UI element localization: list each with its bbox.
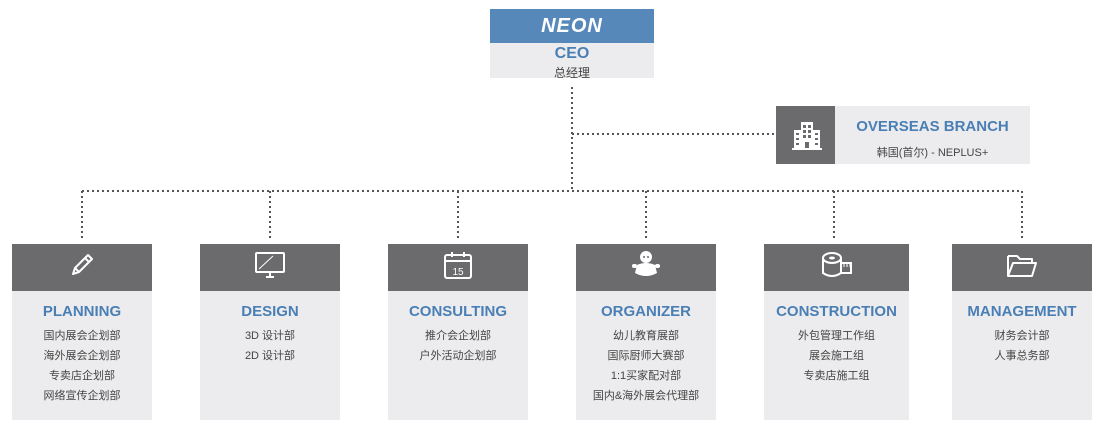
dept-organizer: ORGANIZER 幼儿教育展部 国际厨师大赛部 1:1买家配对部 国内&海外展… bbox=[576, 244, 716, 420]
dept-icon-bar bbox=[764, 244, 909, 291]
dept-item: 网络宣传企划部 bbox=[43, 390, 121, 402]
dept-item: 国内展会企划部 bbox=[43, 330, 121, 342]
overseas-branch-box: OVERSEAS BRANCH 韩国(首尔) - NEPLUS+ bbox=[776, 106, 1030, 164]
dept-item: 幼儿教育展部 bbox=[613, 330, 679, 342]
dept-consulting: 15 CONSULTING 推介会企划部 户外活动企划部 bbox=[388, 244, 528, 420]
dept-title: CONSTRUCTION bbox=[776, 303, 897, 320]
overseas-subtitle: 韩国(首尔) - NEPLUS+ bbox=[876, 147, 989, 159]
neon-logo: NEON bbox=[490, 9, 654, 43]
dept-item: 推介会企划部 bbox=[425, 330, 491, 342]
dept-title: MANAGEMENT bbox=[967, 303, 1077, 320]
dept-item: 财务会计部 bbox=[994, 330, 1050, 342]
dept-design: DESIGN 3D 设计部 2D 设计部 bbox=[200, 244, 340, 420]
dept-item: 3D 设计部 bbox=[244, 330, 296, 342]
dept-item: 国际厨师大赛部 bbox=[607, 350, 685, 362]
dept-item: 外包管理工作组 bbox=[798, 330, 875, 342]
pencil-icon bbox=[67, 250, 97, 285]
dept-title: CONSULTING bbox=[408, 303, 508, 320]
dept-item: 人事总务部 bbox=[994, 350, 1050, 362]
dept-item: 2D 设计部 bbox=[244, 350, 296, 362]
calendar-icon: 15 bbox=[442, 249, 474, 286]
dept-item: 海外展会企划部 bbox=[43, 350, 121, 362]
svg-text:15: 15 bbox=[452, 267, 464, 278]
dept-title: PLANNING bbox=[42, 303, 122, 320]
ceo-title: CEO bbox=[554, 45, 590, 62]
dept-item: 展会施工组 bbox=[809, 350, 864, 362]
monitor-icon bbox=[253, 250, 287, 285]
dept-item: 专卖店企划部 bbox=[49, 370, 115, 382]
dept-title: ORGANIZER bbox=[601, 303, 691, 320]
dept-item: 国内&海外展会代理部 bbox=[592, 390, 700, 402]
dept-icon-bar bbox=[12, 244, 152, 291]
overseas-title: OVERSEAS BRANCH bbox=[856, 118, 1009, 135]
dept-title: DESIGN bbox=[241, 303, 299, 320]
dept-icon-bar bbox=[200, 244, 340, 291]
dept-icon-bar: 15 bbox=[388, 244, 528, 291]
baby-icon bbox=[631, 249, 661, 286]
dept-item: 户外活动企划部 bbox=[419, 350, 497, 362]
building-icon bbox=[776, 106, 835, 164]
dept-icon-bar bbox=[576, 244, 716, 291]
dept-item: 专卖店施工组 bbox=[803, 370, 870, 382]
dept-construction: CONSTRUCTION 外包管理工作组 展会施工组 专卖店施工组 bbox=[764, 244, 909, 420]
logo-text: NEON bbox=[541, 14, 603, 37]
ceo-box: NEON CEO 总经理 bbox=[490, 9, 654, 80]
dept-item: 1:1买家配对部 bbox=[610, 370, 682, 382]
dept-planning: PLANNING 国内展会企划部 海外展会企划部 专卖店企划部 网络宣传企划部 bbox=[12, 244, 152, 420]
dept-icon-bar bbox=[952, 244, 1092, 291]
tape-measure-icon bbox=[820, 249, 854, 286]
folder-icon bbox=[1005, 250, 1039, 285]
dept-management: MANAGEMENT 财务会计部 人事总务部 bbox=[952, 244, 1092, 420]
ceo-subtitle: 总经理 bbox=[553, 66, 590, 80]
